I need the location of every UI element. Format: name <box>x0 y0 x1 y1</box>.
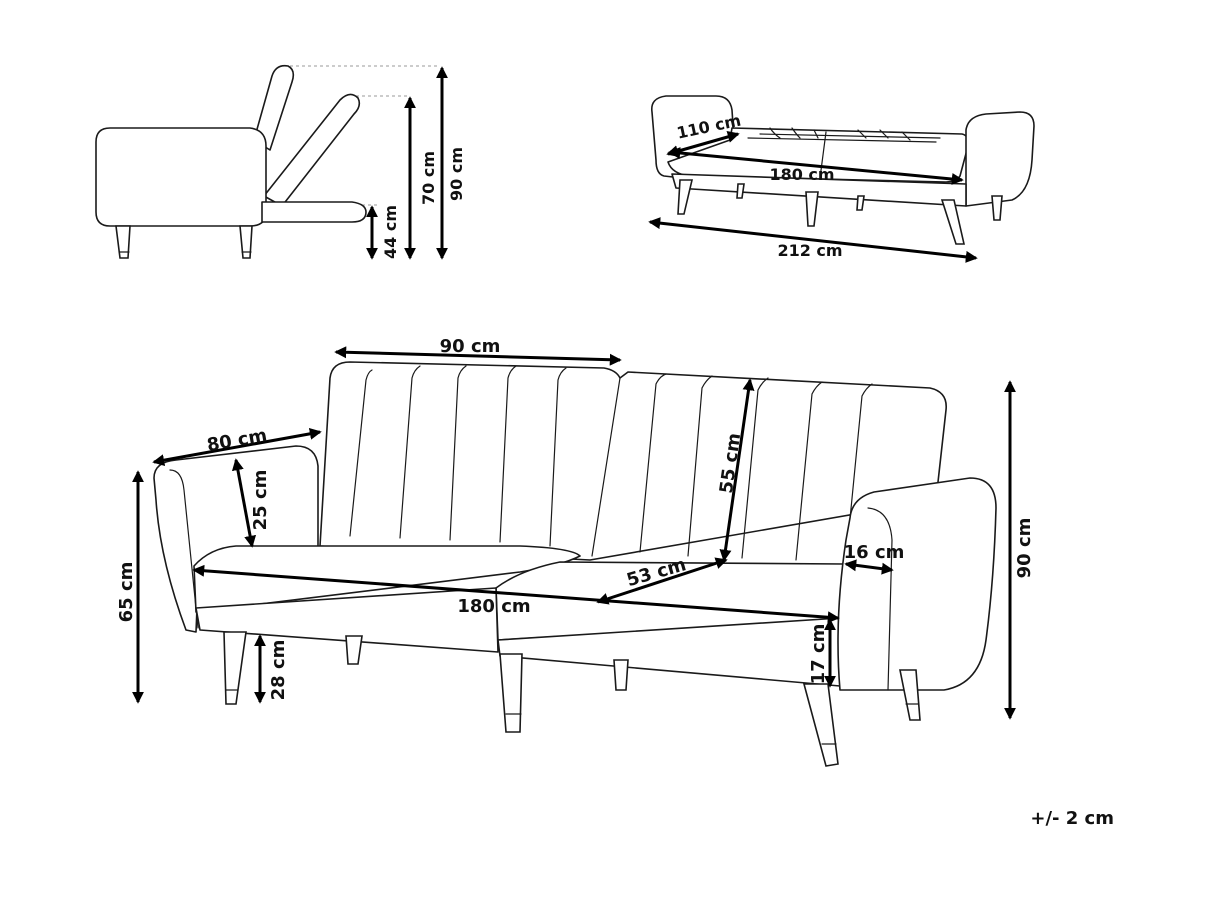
side-view: 44 cm 70 cm 90 cm <box>95 64 466 260</box>
front-arm-right <box>837 477 997 691</box>
side-backrest-reclined <box>263 93 361 207</box>
front-leg-4 <box>613 659 629 691</box>
front-dim-180 <box>192 564 840 624</box>
front-dim-16 <box>844 559 894 575</box>
front-label-180: 180 cm <box>457 596 530 617</box>
front-label-90-right: 90 cm <box>1014 518 1035 579</box>
bed-dim-180 <box>668 147 964 185</box>
front-dim-53 <box>596 557 728 605</box>
side-label-70: 70 cm <box>419 151 438 205</box>
front-leg-1 <box>223 631 247 705</box>
front-dim-55 <box>719 378 755 562</box>
bed-view: 110 cm 180 cm 212 cm <box>648 95 1035 263</box>
bed-label-180: 180 cm <box>769 165 834 184</box>
front-leg-2 <box>345 635 363 665</box>
bed-arm-right <box>965 111 1035 207</box>
front-label-25: 25 cm <box>250 470 271 531</box>
front-label-28: 28 cm <box>268 640 289 701</box>
bed-label-212: 212 cm <box>777 241 842 260</box>
front-dim-25 <box>231 458 257 548</box>
side-backrest-upright <box>253 64 295 151</box>
front-label-65: 65 cm <box>116 562 137 623</box>
side-leg-right <box>239 225 253 259</box>
front-leg-6 <box>899 669 921 721</box>
front-dim-80 <box>152 427 322 467</box>
front-leg-3 <box>499 653 523 733</box>
front-leg-5 <box>802 683 839 767</box>
front-label-90-top: 90 cm <box>440 336 501 357</box>
front-dim-90-top <box>334 346 622 366</box>
front-view: 90 cm 80 cm 25 cm 65 cm 180 cm 53 cm 55 … <box>116 336 1035 767</box>
side-backrest-flat <box>261 201 367 223</box>
bed-dim-212 <box>648 217 978 263</box>
side-label-44: 44 cm <box>381 205 400 259</box>
tolerance-note: +/- 2 cm <box>1030 808 1114 829</box>
side-label-90: 90 cm <box>447 147 466 201</box>
side-leg-left <box>115 225 131 259</box>
side-sofa-body <box>95 127 267 227</box>
front-label-16: 16 cm <box>844 542 905 563</box>
front-label-17: 17 cm <box>808 624 829 685</box>
